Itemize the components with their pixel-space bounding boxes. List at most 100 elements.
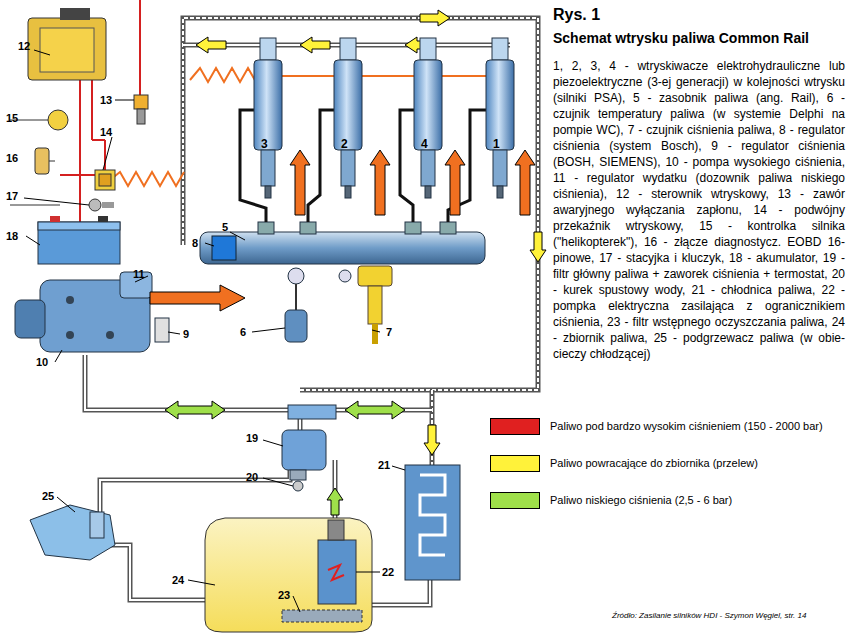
leader-line bbox=[168, 332, 180, 334]
fuel-rail bbox=[200, 232, 485, 264]
battery bbox=[50, 216, 60, 222]
pressure-sensor bbox=[358, 266, 392, 344]
injector bbox=[493, 150, 507, 186]
high-pressure-pump bbox=[15, 272, 169, 352]
low-pressure-arrow bbox=[165, 401, 405, 515]
return-arrow bbox=[420, 10, 450, 26]
injector bbox=[265, 186, 271, 198]
figure-number: Rys. 1 bbox=[553, 6, 600, 24]
fuel-tank bbox=[318, 540, 356, 604]
legend-text: Paliwo powracające do zbiornika (przelew… bbox=[550, 457, 758, 469]
leader-line bbox=[188, 580, 215, 585]
injector bbox=[420, 38, 436, 60]
return-pipe bbox=[183, 18, 538, 390]
relay bbox=[99, 174, 111, 186]
high-pressure-arrow bbox=[370, 150, 390, 215]
ignition-switch bbox=[89, 199, 114, 211]
callout-number: 25 bbox=[42, 490, 54, 502]
leader-line bbox=[293, 596, 300, 612]
callout-number: 19 bbox=[246, 432, 258, 444]
injector bbox=[414, 60, 442, 150]
injector bbox=[254, 60, 282, 150]
callout-number: 3 bbox=[261, 137, 268, 151]
callout-number: 6 bbox=[240, 326, 246, 338]
dash-parts bbox=[48, 110, 68, 130]
fuel-rail bbox=[339, 270, 351, 282]
main-filter bbox=[290, 470, 306, 480]
callout-number: 1 bbox=[493, 137, 500, 151]
callout-number: 9 bbox=[183, 328, 189, 340]
fuel-cooler bbox=[420, 475, 445, 555]
leader-line bbox=[24, 198, 89, 205]
fuel-tank bbox=[205, 518, 372, 632]
injector bbox=[425, 186, 431, 198]
callout-number: 8 bbox=[192, 237, 198, 249]
return-pipe bbox=[372, 580, 430, 605]
injector bbox=[261, 150, 275, 186]
main-filter bbox=[282, 405, 336, 491]
injector bbox=[492, 38, 508, 60]
leader-line bbox=[205, 243, 214, 246]
callout-number: 24 bbox=[172, 574, 184, 586]
battery bbox=[98, 216, 108, 222]
fuel-tank bbox=[328, 565, 344, 580]
fuel-rail bbox=[200, 222, 485, 284]
high-pressure-pump bbox=[66, 331, 74, 339]
return-arrow bbox=[530, 232, 546, 262]
diagram-title: Schemat wtrysku paliwa Common Rail bbox=[553, 30, 809, 46]
fuel-tank bbox=[282, 610, 362, 622]
high-pressure-arrow bbox=[150, 285, 245, 311]
callout-number: 10 bbox=[36, 356, 48, 368]
source-caption: Źródło: Zasilanie silników HDI - Szymon … bbox=[612, 611, 806, 620]
low-pressure-arrow bbox=[327, 488, 343, 515]
high-pressure-arrow bbox=[290, 150, 310, 215]
leader-line bbox=[24, 50, 405, 612]
parts-description: 1, 2, 3, 4 - wtryskiwacze elektrohydraul… bbox=[553, 58, 845, 362]
high-pressure-pump bbox=[155, 318, 169, 342]
callout-number: 15 bbox=[6, 112, 18, 124]
callout-number: 18 bbox=[6, 230, 18, 242]
leader-line bbox=[372, 330, 380, 332]
pressure-sensor bbox=[358, 266, 392, 286]
leader-line bbox=[263, 478, 293, 486]
leader-line bbox=[263, 440, 283, 446]
injector bbox=[421, 150, 435, 186]
fuel-heater bbox=[30, 505, 115, 560]
legend-swatch bbox=[490, 492, 540, 509]
leader-line bbox=[57, 497, 75, 512]
callout-number: 2 bbox=[341, 137, 348, 151]
high-pressure-pump bbox=[15, 300, 45, 338]
high-pressure-arrow bbox=[515, 150, 535, 215]
callout-number: 20 bbox=[246, 471, 258, 483]
high-pressure-arrow bbox=[445, 150, 465, 215]
callout-number: 11 bbox=[133, 268, 145, 280]
return-arrow bbox=[424, 425, 440, 455]
temperature-sensor bbox=[285, 284, 307, 342]
callout-number: 21 bbox=[378, 459, 390, 471]
callout-number: 13 bbox=[100, 94, 112, 106]
leader-line bbox=[55, 350, 62, 362]
injector bbox=[486, 60, 514, 150]
ecu bbox=[28, 8, 106, 80]
fuel-rail bbox=[440, 222, 456, 234]
fuel-tank bbox=[328, 520, 344, 540]
legend-text: Paliwo niskiego ciśnienia (2,5 - 6 bar) bbox=[550, 494, 732, 506]
high-pressure-pipe bbox=[400, 110, 414, 222]
leader-line bbox=[34, 50, 50, 55]
battery bbox=[38, 216, 120, 264]
leader-line bbox=[103, 137, 112, 170]
leader-line bbox=[252, 328, 285, 332]
fuel-rail bbox=[405, 222, 421, 234]
injector bbox=[341, 150, 355, 186]
high-pressure-pipe bbox=[308, 110, 334, 222]
relay bbox=[95, 170, 115, 190]
injector bbox=[497, 186, 503, 198]
high-pressure-arrow bbox=[290, 150, 535, 215]
callout-number: 7 bbox=[386, 326, 392, 338]
temperature-sensor bbox=[285, 310, 307, 342]
callout-number: 23 bbox=[278, 589, 290, 601]
ecu bbox=[40, 28, 94, 72]
main-filter bbox=[282, 430, 326, 470]
main-filter bbox=[288, 405, 336, 419]
